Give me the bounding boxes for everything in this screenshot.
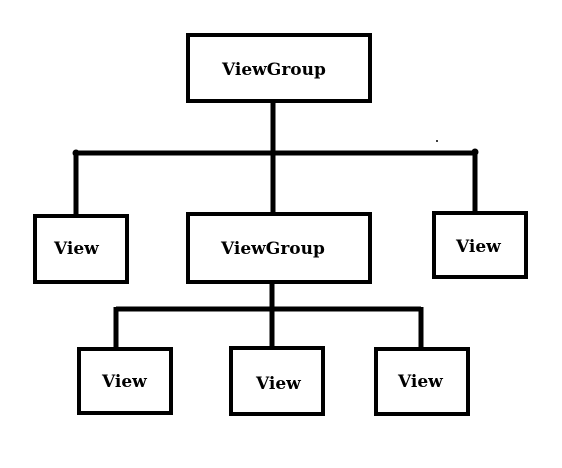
view-box-level2-left [77,347,173,415]
child-viewgroup-box [186,212,372,284]
view-label-level2-left: View [102,372,147,392]
view-label-level2-middle: View [256,374,301,394]
view-label-level2-right: View [398,372,443,392]
view-box-level2-middle [229,346,325,416]
root-viewgroup-label: ViewGroup [222,60,326,80]
child-viewgroup-label: ViewGroup [221,239,325,259]
root-viewgroup-box [186,33,372,103]
view-box-level2-right [374,347,470,416]
view-label-level1-right: View [456,237,501,257]
connector-bus-dot-right [471,148,479,156]
view-label-level1-left: View [54,239,99,259]
view-box-level1-left [33,214,129,284]
view-box-level1-right [432,211,528,279]
connector-bus-dot-left [72,149,80,157]
stray-dot [436,140,438,142]
